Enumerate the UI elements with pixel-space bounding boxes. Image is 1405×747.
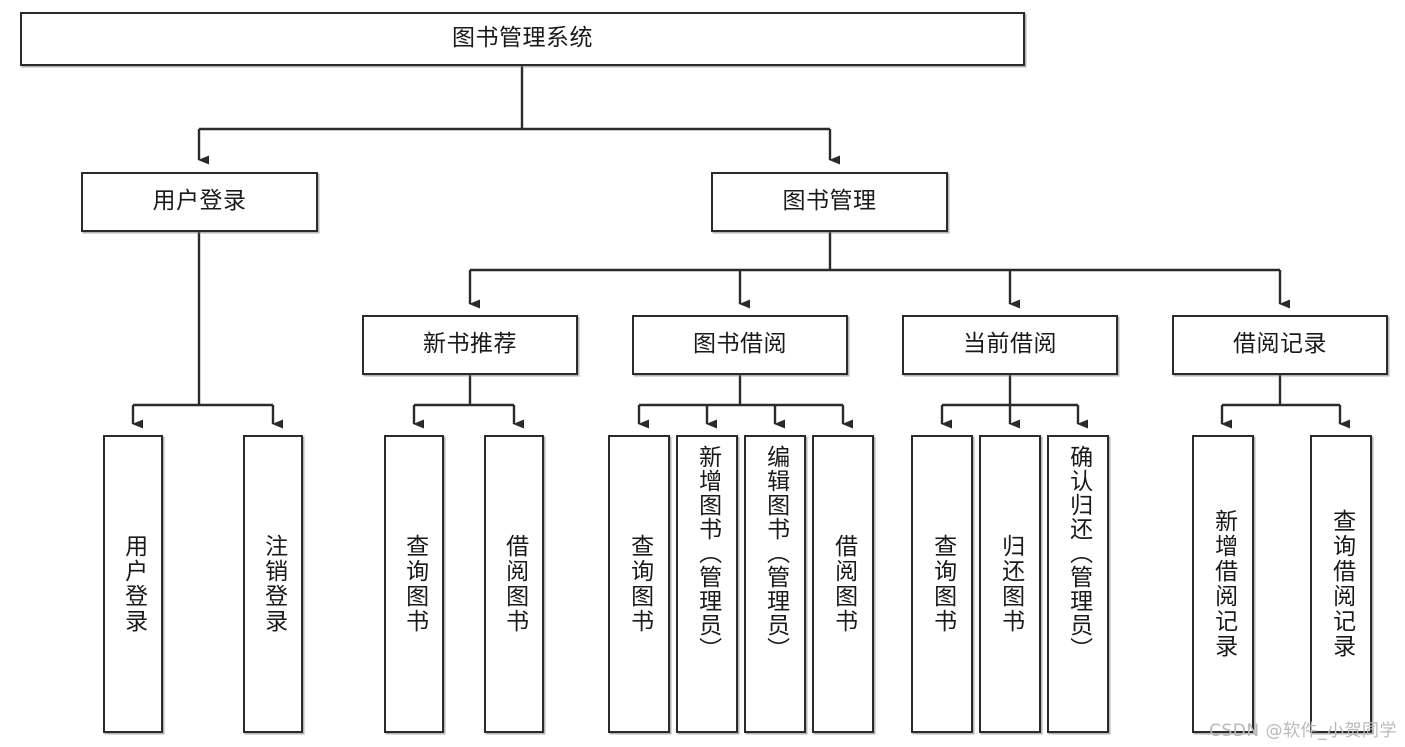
node-leaf-query-book-2[interactable]: 查询图书 [608,435,670,733]
node-leaf-user-login[interactable]: 用户登录 [103,435,163,733]
node-leaf-query-book-3[interactable]: 查询图书 [911,435,973,733]
node-leaf-user-login-label: 用户登录 [120,534,147,634]
node-leaf-add-record-label: 新增借阅记录 [1210,509,1237,659]
node-book-manage[interactable]: 图书管理 [711,172,948,232]
node-leaf-logout-label: 注销登录 [260,534,287,634]
node-leaf-logout[interactable]: 注销登录 [243,435,303,733]
node-book-borrow-label: 图书借阅 [693,331,787,358]
node-leaf-query-record[interactable]: 查询借阅记录 [1310,435,1372,733]
node-new-book-recommend-label: 新书推荐 [423,331,517,358]
node-leaf-return-book[interactable]: 归还图书 [979,435,1041,733]
node-book-manage-label: 图书管理 [782,188,877,215]
node-leaf-query-book-2-label: 查询图书 [626,534,653,634]
node-leaf-query-book-1[interactable]: 查询图书 [384,435,444,733]
node-current-borrow[interactable]: 当前借阅 [902,315,1118,375]
node-user-login-label: 用户登录 [152,188,247,215]
node-leaf-borrow-book-2-label: 借阅图书 [830,534,857,634]
node-root[interactable]: 图书管理系统 [20,12,1025,66]
node-leaf-query-book-1-label: 查询图书 [401,534,428,634]
node-leaf-confirm-return[interactable]: 确认归还（管理员） [1047,435,1109,733]
node-leaf-add-book-label: 新增图书（管理员） [694,445,721,661]
node-leaf-add-record[interactable]: 新增借阅记录 [1192,435,1254,733]
node-current-borrow-label: 当前借阅 [963,331,1057,358]
node-borrow-record[interactable]: 借阅记录 [1172,315,1388,375]
node-leaf-query-book-3-label: 查询图书 [929,534,956,634]
node-leaf-edit-book[interactable]: 编辑图书（管理员） [744,435,806,733]
node-leaf-borrow-book-2[interactable]: 借阅图书 [812,435,874,733]
node-leaf-confirm-return-label: 确认归还（管理员） [1065,445,1092,661]
node-new-book-recommend[interactable]: 新书推荐 [362,315,578,375]
node-user-login[interactable]: 用户登录 [81,172,318,232]
node-leaf-add-book[interactable]: 新增图书（管理员） [676,435,738,733]
node-book-borrow[interactable]: 图书借阅 [632,315,848,375]
watermark: CSDN @软件_小贺同学 [1209,721,1397,741]
node-borrow-record-label: 借阅记录 [1233,331,1327,358]
node-root-label: 图书管理系统 [452,25,593,52]
node-leaf-edit-book-label: 编辑图书（管理员） [762,445,789,661]
node-leaf-borrow-book-1[interactable]: 借阅图书 [484,435,544,733]
node-leaf-borrow-book-1-label: 借阅图书 [501,534,528,634]
node-leaf-query-record-label: 查询借阅记录 [1328,509,1355,659]
node-leaf-return-book-label: 归还图书 [997,534,1024,634]
